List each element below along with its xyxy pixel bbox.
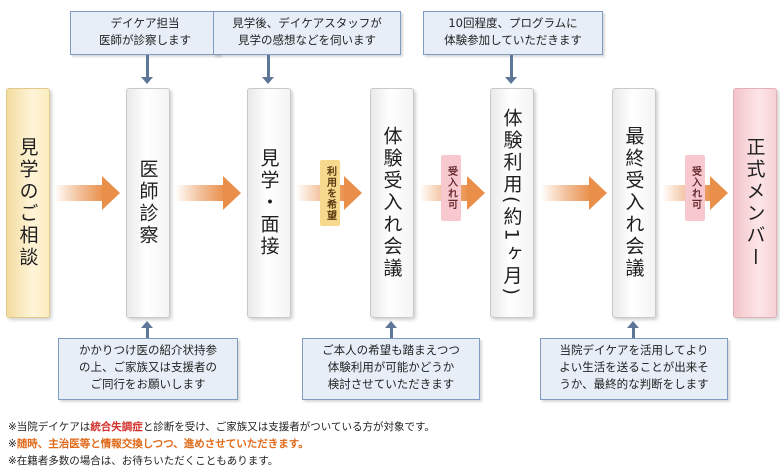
footnote-waiting: ※在籍者多数の場合は、お待ちいただくこともあります。 bbox=[8, 455, 279, 467]
stage-label: 見学のご相談 bbox=[16, 137, 39, 269]
stage-label: 体験受入れ会議 bbox=[380, 126, 403, 280]
connector-line bbox=[510, 55, 513, 77]
connector-arrow-icon bbox=[141, 321, 153, 328]
stage-label: 見学・面接 bbox=[257, 148, 280, 258]
connector-arrow-icon bbox=[385, 321, 397, 328]
stage-label: 医師診察 bbox=[136, 159, 159, 247]
connector-line bbox=[390, 328, 393, 338]
connector-line bbox=[146, 55, 149, 77]
footnote-eligibility: ※当院デイケアは統合失調症と診断を受け、ご家族又は支援者がついている方が対象です… bbox=[8, 421, 435, 433]
connector-arrow-icon bbox=[262, 77, 274, 84]
connector-line bbox=[267, 55, 270, 77]
connector-arrow-icon bbox=[505, 77, 517, 84]
stage-label: 最終受入れ会議 bbox=[622, 126, 645, 280]
flow-arrow bbox=[541, 176, 607, 210]
bottom-note-referral: かかりつけ医の紹介状持参 の上、ご家族又は支援者の ご同行をお願いします bbox=[58, 338, 238, 400]
top-note-visit: 見学後、デイケアスタッフが 見学の感想などを伺います bbox=[213, 11, 401, 55]
stage-doctor-exam: 医師診察 bbox=[126, 88, 170, 318]
flow-arrow bbox=[175, 176, 241, 210]
condition-label: 受入れ可 bbox=[441, 155, 461, 221]
stage-consultation: 見学のご相談 bbox=[6, 88, 50, 318]
bottom-note-final-decision: 当院デイケアを活用してより よい生活を送ることが出来そ うか、最終的な判断をしま… bbox=[540, 338, 728, 400]
stage-final-acceptance-meeting: 最終受入れ会議 bbox=[612, 88, 656, 318]
footnote-coordination: ※随時、主治医等と情報交換しつつ、進めさせていただきます。 bbox=[8, 438, 309, 450]
bottom-note-trial-review: ご本人の希望も踏まえつつ 体験利用が可能かどうか 検討させていただきます bbox=[302, 338, 480, 400]
top-note-trial: 10回程度、プログラムに 体験参加していただきます bbox=[423, 11, 603, 55]
connector-line bbox=[146, 328, 149, 338]
connector-arrow-icon bbox=[141, 77, 153, 84]
stage-official-member: 正式メンバー bbox=[733, 88, 777, 318]
stage-trial-use: 体験利用(約1ヶ月) bbox=[490, 88, 534, 318]
stage-trial-acceptance-meeting: 体験受入れ会議 bbox=[370, 88, 414, 318]
top-note-doctor: デイケア担当 医師が診察します bbox=[70, 11, 220, 55]
connector-arrow-icon bbox=[627, 321, 639, 328]
stage-visit-interview: 見学・面接 bbox=[247, 88, 291, 318]
condition-label: 受入れ可 bbox=[685, 155, 705, 221]
connector-line bbox=[632, 328, 635, 338]
flow-arrow bbox=[54, 176, 120, 210]
condition-label: 利用を希望 bbox=[320, 160, 340, 226]
footnotes: ※当院デイケアは統合失調症と診断を受け、ご家族又は支援者がついている方が対象です… bbox=[8, 419, 435, 470]
stage-label: 体験利用(約1ヶ月) bbox=[500, 108, 523, 298]
stage-label: 正式メンバー bbox=[743, 137, 766, 269]
